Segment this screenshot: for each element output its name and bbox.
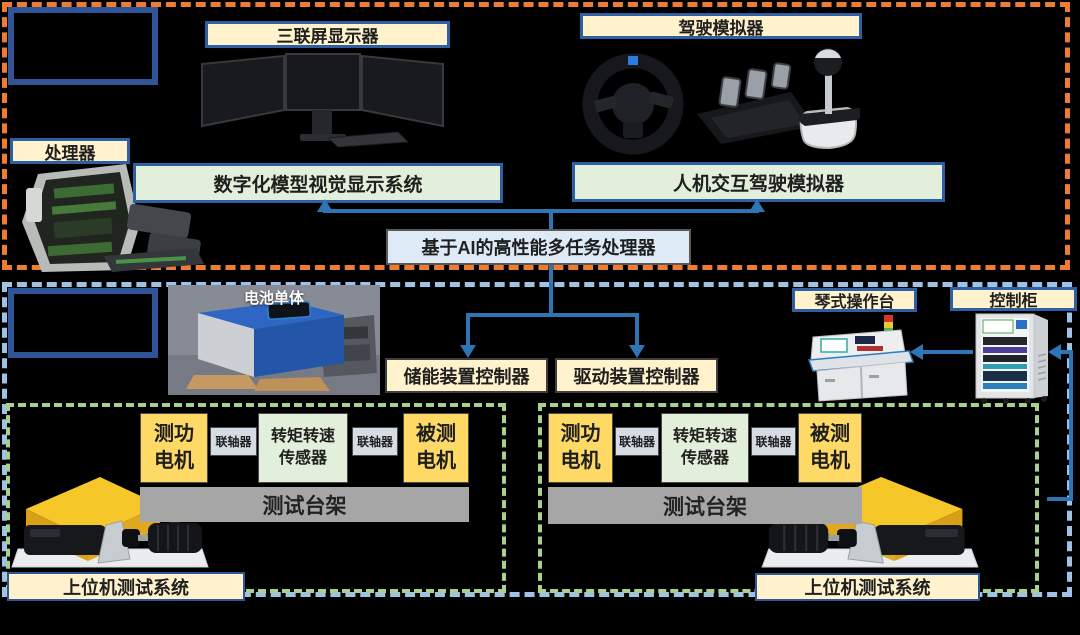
- connector-split-horizontal: [466, 313, 639, 317]
- console-label: 琴式操作台: [792, 288, 917, 312]
- cabinet-label-text: 控制柜: [989, 293, 1038, 310]
- storage-controller-text: 储能装置控制器: [403, 366, 530, 387]
- left-torque-sensor-box: 转矩转速 传感器: [258, 413, 348, 483]
- hmi-driving-simulator-box: 人机交互驾驶模拟器: [572, 162, 945, 202]
- left-dyno-line2: 电机: [154, 450, 194, 472]
- left-coupling-b-text: 联轴器: [356, 435, 393, 449]
- right-dut-line1: 被测: [810, 423, 850, 445]
- right-host-system-text: 上位机测试系统: [804, 578, 931, 598]
- right-bench-text: 测试台架: [663, 495, 747, 519]
- connector-ai-top-stub: [549, 212, 553, 229]
- arrowhead-to-visual-system: [317, 199, 333, 212]
- hmi-driving-simulator-text: 人机交互驾驶模拟器: [672, 173, 844, 195]
- battery-cell-label: 电池单体: [243, 290, 304, 307]
- connector-ai-bottom-stub: [549, 265, 553, 313]
- drive-controller-box: 驱动装置控制器: [555, 358, 718, 393]
- arrowhead-to-console: [910, 344, 923, 360]
- left-coupling-b-box: 联轴器: [352, 427, 398, 456]
- right-bench-bar: 测试台架: [548, 487, 862, 524]
- right-torque-sensor-box: 转矩转速 传感器: [661, 413, 749, 483]
- console-image: [805, 313, 917, 403]
- arrowhead-to-drive-controller: [629, 345, 645, 358]
- connector-bench-to-riser: [1047, 497, 1073, 501]
- left-bench-bar: 测试台架: [140, 487, 469, 522]
- left-dyno-motor-box: 测功 电机: [140, 413, 208, 483]
- drive-controller-text: 驱动装置控制器: [573, 366, 700, 387]
- visual-display-system-text: 数字化模型视觉显示系统: [213, 174, 423, 196]
- redacted-box-bottom: [8, 288, 158, 358]
- battery-cell-image: 电池单体: [168, 285, 380, 395]
- left-coupling-a-box: 联轴器: [210, 427, 257, 456]
- left-bench-text: 测试台架: [262, 494, 347, 518]
- connector-top-horizontal: [323, 209, 759, 213]
- left-bench-frame: [6, 403, 506, 593]
- driving-simulator-label: 驾驶模拟器: [580, 13, 862, 39]
- right-sensor-line2: 传感器: [680, 450, 729, 467]
- right-coupling-a-text: 联轴器: [618, 435, 655, 449]
- left-coupling-a-text: 联轴器: [215, 435, 252, 449]
- processor-label: 处理器: [10, 138, 130, 164]
- connector-riser-to-cabinet: [1060, 350, 1073, 354]
- right-dut-line2: 电机: [810, 450, 850, 472]
- right-coupling-a-box: 联轴器: [615, 427, 659, 456]
- right-test-motor-box: 被测 电机: [798, 413, 862, 483]
- cabinet-label: 控制柜: [950, 287, 1077, 311]
- cabinet-image: [972, 310, 1054, 404]
- visual-display-system-box: 数字化模型视觉显示系统: [133, 163, 503, 203]
- left-dyno-line1: 测功: [154, 423, 194, 445]
- right-coupling-b-text: 联轴器: [755, 435, 792, 449]
- triple-display-label: 三联屏显示器: [205, 21, 450, 48]
- arrowhead-to-hmi-simulator: [749, 199, 765, 212]
- connector-split-left-vertical: [466, 313, 470, 347]
- triple-display-label-text: 三联屏显示器: [276, 27, 379, 46]
- driving-simulator-image: [575, 42, 864, 157]
- driving-simulator-label-text: 驾驶模拟器: [678, 18, 764, 38]
- left-dut-line2: 电机: [416, 450, 456, 472]
- left-sensor-line1: 转矩转速: [270, 428, 335, 446]
- arrowhead-to-cabinet: [1048, 344, 1061, 360]
- right-sensor-line1: 转矩转速: [672, 428, 737, 446]
- console-label-text: 琴式操作台: [814, 294, 895, 311]
- right-host-system-box: 上位机测试系统: [755, 573, 980, 601]
- left-host-system-text: 上位机测试系统: [63, 577, 189, 598]
- connector-right-riser: [1069, 350, 1073, 501]
- left-dut-line1: 被测: [416, 423, 456, 445]
- connector-split-right-vertical: [635, 313, 639, 347]
- processor-image: [8, 160, 208, 275]
- right-dyno-line1: 测功: [560, 423, 601, 445]
- right-coupling-b-box: 联轴器: [751, 427, 796, 456]
- right-dyno-line2: 电机: [560, 450, 601, 472]
- processor-label-text: 处理器: [44, 143, 96, 163]
- ai-processor-box: 基于AI的高性能多任务处理器: [386, 229, 691, 265]
- left-sensor-line2: 传感器: [278, 450, 327, 467]
- connector-cabinet-to-console: [922, 350, 973, 354]
- triple-display-image: [200, 50, 445, 148]
- redacted-box-top: [8, 7, 158, 85]
- ai-processor-text: 基于AI的高性能多任务处理器: [421, 238, 656, 258]
- left-host-system-box: 上位机测试系统: [7, 572, 245, 601]
- right-dyno-motor-box: 测功 电机: [548, 413, 613, 483]
- simulation-section-frame: [2, 2, 1070, 270]
- storage-controller-box: 储能装置控制器: [385, 358, 548, 393]
- arrowhead-to-storage-controller: [460, 345, 476, 358]
- left-test-motor-box: 被测 电机: [403, 413, 469, 483]
